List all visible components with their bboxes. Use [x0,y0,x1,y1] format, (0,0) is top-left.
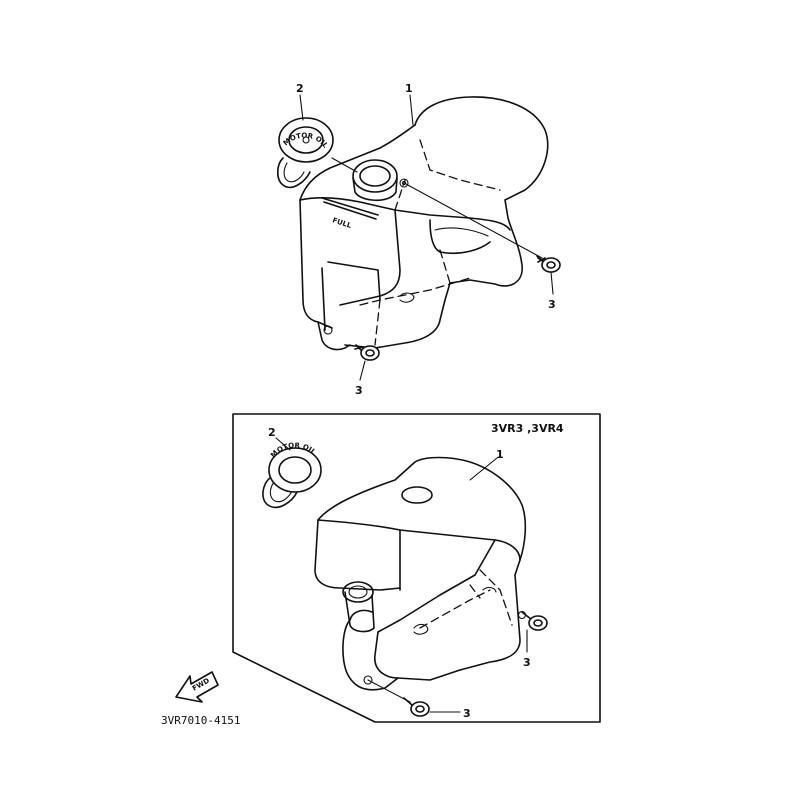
upper-callout-cap: 2 [296,82,304,95]
diagram-code: 3VR7010-4151 [161,714,240,727]
forward-arrow: FWD [175,671,219,703]
lower-oil-tank [314,456,527,691]
lower-callout-cap: 2 [268,426,276,439]
lower-bolt-bottom [403,697,430,717]
upper-oil-cap: MOTOR OIL [276,117,334,189]
upper-bolt-right [536,255,561,273]
upper-callout-tank: 1 [405,82,413,95]
upper-oil-tank: FULL [299,96,549,351]
variant-label: 3VR3 ,3VR4 [491,422,564,435]
lower-assembly: 3VR3 ,3VR4 [232,413,601,723]
lower-callout-bolt-bottom: 3 [463,707,471,720]
upper-callout-bolt-right: 3 [548,298,556,311]
lower-callout-tank: 1 [496,448,504,461]
upper-callout-bolt-bottom: 3 [355,384,363,397]
lower-bolt-right [521,611,548,631]
lower-oil-cap: MOTOR OIL [262,441,322,509]
upper-assembly: FULL MOTOR OIL [276,82,561,397]
lower-callout-bolt-right: 3 [523,656,531,669]
upper-full-mark: FULL [331,216,352,230]
variant-frame [232,413,601,723]
forward-arrow-icon [175,671,219,703]
upper-bolt-bottom [354,344,380,361]
